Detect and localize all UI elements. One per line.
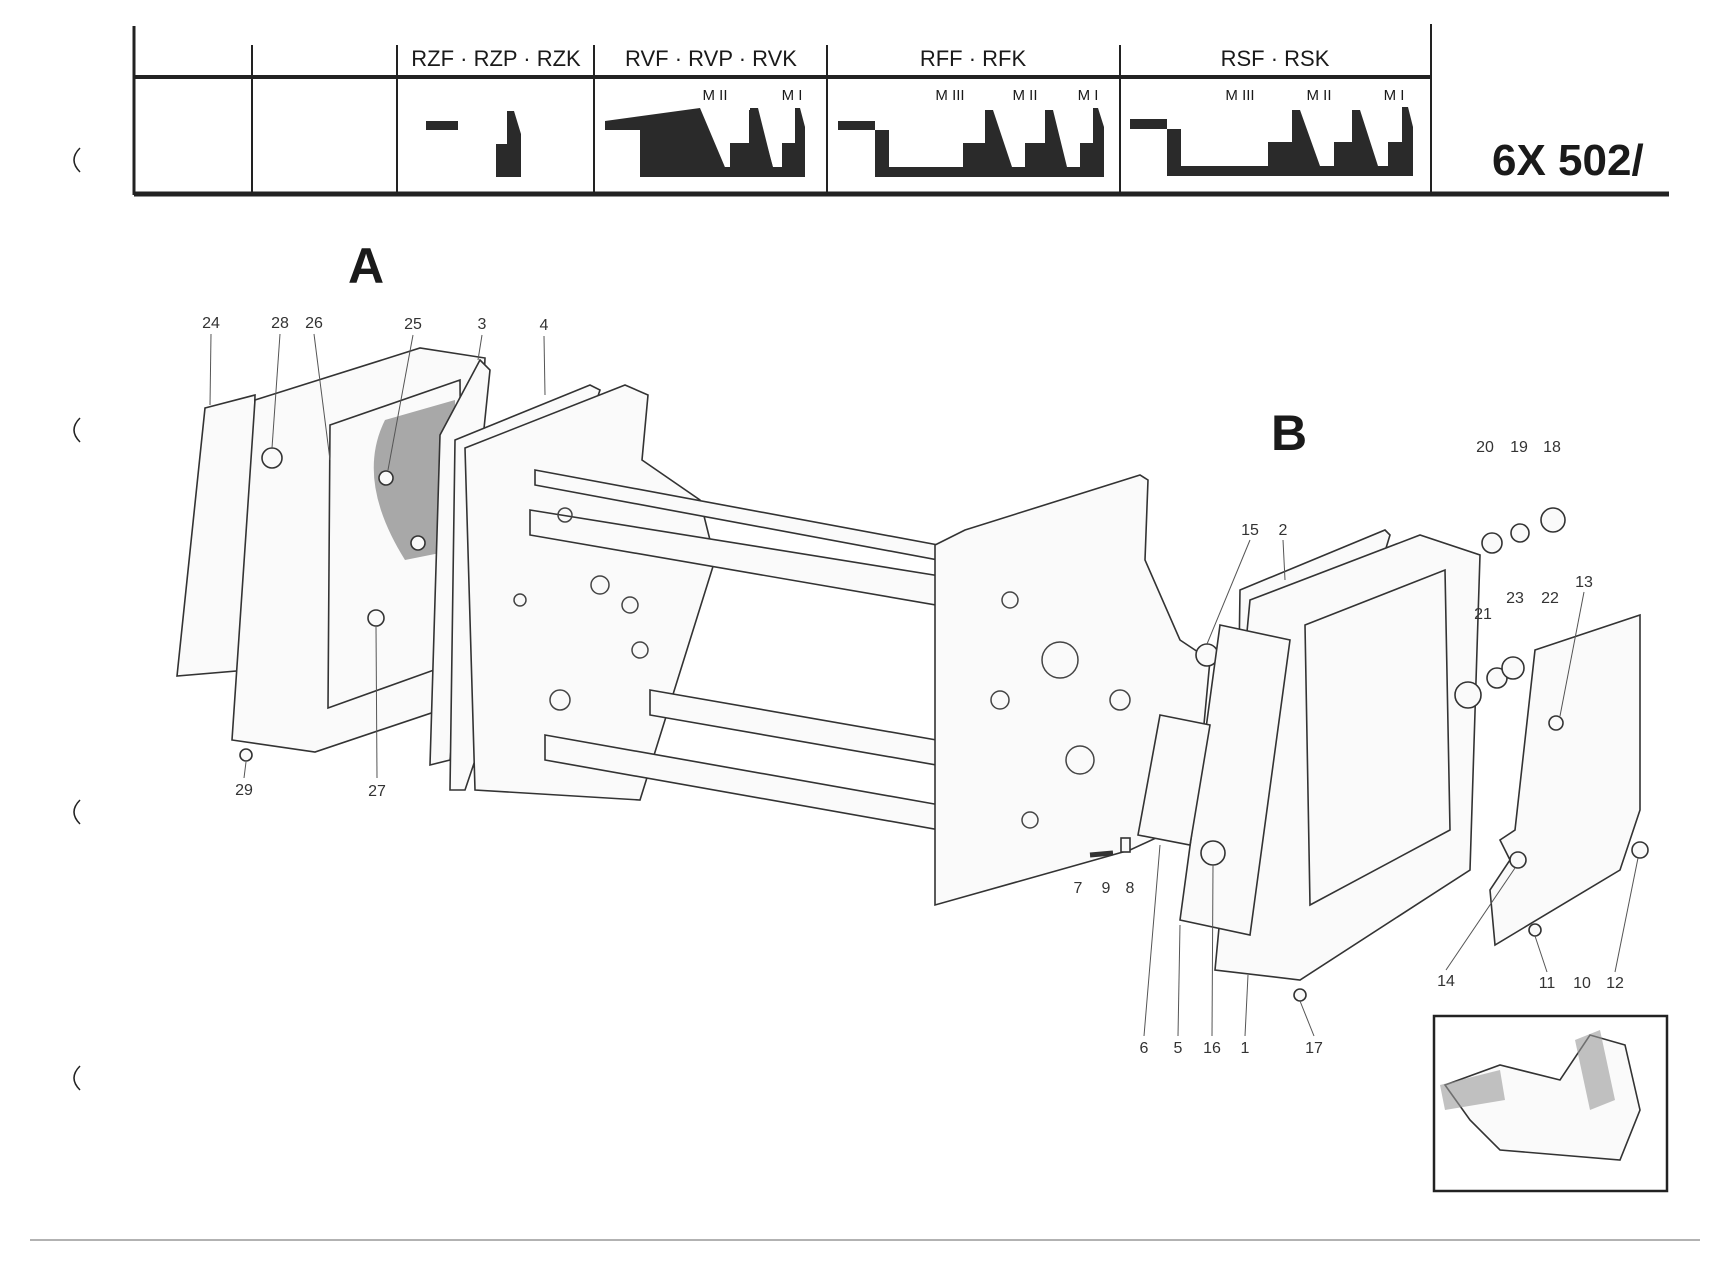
callout-label: 26	[305, 315, 323, 332]
column-title: RSF · RSK	[1221, 46, 1330, 71]
callout-label: 23	[1506, 590, 1524, 607]
marker-label: M I	[1384, 87, 1405, 104]
callout-label: 6	[1140, 1040, 1149, 1057]
callout-label: 5	[1174, 1040, 1183, 1057]
callout-label: 27	[368, 783, 386, 800]
cover-6	[1137, 714, 1211, 846]
detail-inset	[1432, 1014, 1669, 1193]
profile-rvf	[640, 108, 805, 177]
profile-rsf	[1130, 107, 1413, 176]
callout-label: 21	[1474, 606, 1492, 623]
callout-label: 10	[1573, 975, 1591, 992]
end-plate-a	[464, 384, 716, 801]
profile-rvf	[605, 108, 805, 177]
profile-rvf	[605, 121, 640, 130]
assembly-a	[176, 347, 1211, 907]
screw-17	[1293, 988, 1307, 1002]
callout-label: 2	[1279, 522, 1288, 539]
callout-label: 20	[1476, 439, 1494, 456]
callout-label: 18	[1543, 439, 1561, 456]
profile-rzf	[426, 111, 521, 177]
section-label-a: A	[348, 238, 384, 294]
callout-label: 19	[1510, 439, 1528, 456]
part-number: 6X 502/	[1492, 136, 1644, 185]
callout-label: 13	[1575, 574, 1593, 591]
marker-label: M III	[1225, 87, 1254, 104]
callout-label: 29	[235, 782, 253, 799]
column-title: RZF · RZP · RZK	[411, 46, 581, 71]
leader-lines	[209, 333, 1639, 1037]
header-table: RZF · RZP · RZK RVF · RVP · RVK RFF · RF…	[132, 24, 1669, 197]
marker-label: M I	[1078, 87, 1099, 104]
assembly-b	[1089, 507, 1649, 1002]
binder-hole-marks	[73, 147, 81, 1091]
callout-label: 17	[1305, 1040, 1323, 1057]
marker-label: M III	[935, 87, 964, 104]
callout-label: 24	[202, 315, 220, 332]
marker-label: M II	[1307, 87, 1332, 104]
section-label-b: B	[1271, 405, 1307, 461]
callout-label: 3	[478, 316, 487, 333]
callout-label: 9	[1102, 880, 1111, 897]
callout-label: 25	[404, 316, 422, 333]
marker-label: M II	[1013, 87, 1038, 104]
callout-label: 7	[1074, 880, 1083, 897]
column-title: RVF · RVP · RVK	[625, 46, 797, 71]
cover-plate-10	[1489, 613, 1641, 947]
callout-label: 15	[1241, 522, 1259, 539]
rail	[649, 689, 966, 771]
callout-label: 14	[1437, 973, 1455, 990]
grommet-16	[1200, 840, 1226, 866]
callout-label: 4	[540, 317, 549, 334]
callout-labels: 24 28 26 25 3 4 20 19 18 15 2 13 21 23 2…	[202, 315, 1624, 1057]
housing-b-inner	[1304, 568, 1451, 907]
callout-label: 12	[1606, 975, 1624, 992]
callout-label: 16	[1203, 1040, 1221, 1057]
callout-label: 11	[1539, 975, 1556, 992]
column-title: RFF · RFK	[920, 46, 1027, 71]
callout-label: 22	[1541, 590, 1559, 607]
marker-label: M II	[703, 87, 728, 104]
callout-label: 28	[271, 315, 289, 332]
profile-rff	[838, 108, 1104, 177]
callout-label: 8	[1126, 880, 1135, 897]
callout-label: 1	[1241, 1040, 1250, 1057]
screw-29	[239, 748, 253, 762]
marker-label: M I	[782, 87, 803, 104]
